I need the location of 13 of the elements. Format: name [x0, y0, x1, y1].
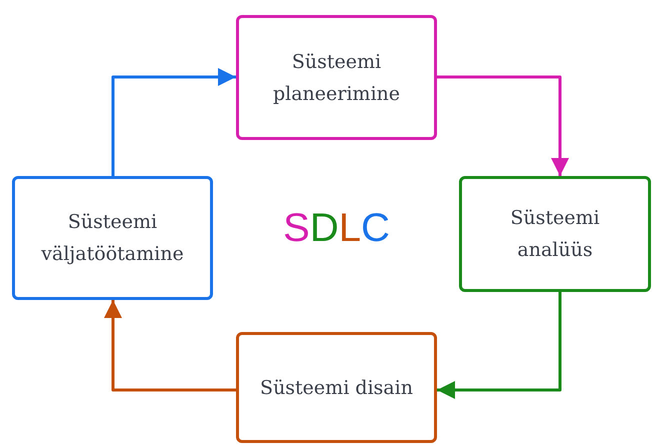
box-label: Süsteemi väljatöötamine — [40, 210, 185, 267]
process-box — [459, 176, 651, 292]
arrow — [437, 292, 562, 399]
box-label: Süsteemi analüüs — [509, 206, 601, 263]
process-box — [12, 176, 213, 300]
arrow — [104, 300, 236, 392]
process-box — [236, 332, 437, 443]
arrow — [437, 76, 569, 176]
title-label: SDLC — [282, 205, 391, 252]
box-label: Süsteemi disain — [260, 376, 413, 400]
arrow — [112, 68, 236, 176]
process-box — [236, 15, 437, 140]
box-label: Süsteemi planeerimine — [272, 50, 402, 106]
